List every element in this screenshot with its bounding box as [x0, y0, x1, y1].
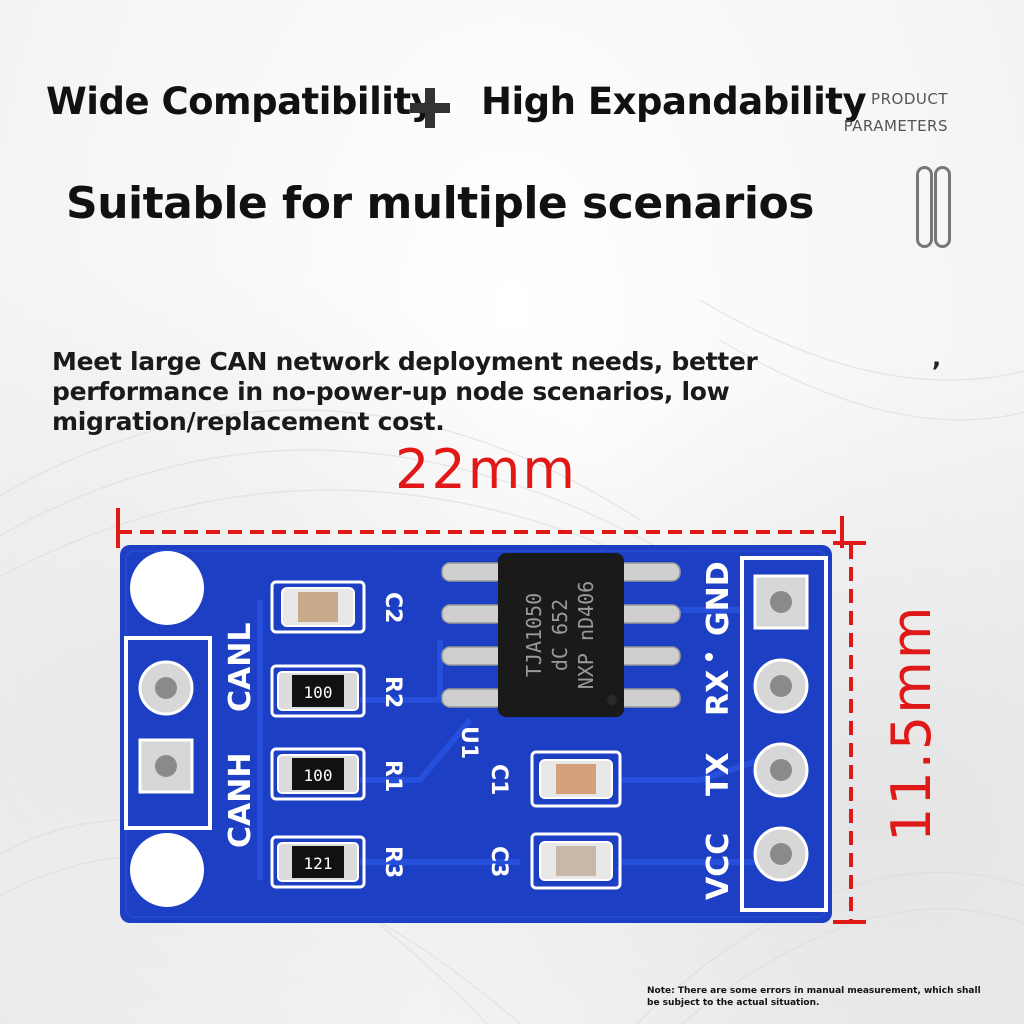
canh-canl-connector: [124, 636, 212, 830]
decorative-pill-icon: [916, 166, 933, 248]
chip-marking-line3: NXP nD406: [574, 581, 598, 689]
label-u1: U1: [456, 726, 481, 759]
capacitor-c2: [281, 587, 355, 627]
decorative-pill-icon: [934, 166, 951, 248]
label-c2: C2: [380, 592, 405, 623]
width-dimension-label: 22mm: [395, 438, 577, 501]
label-c3: C3: [486, 846, 511, 877]
resistor-r1: [277, 754, 359, 794]
label-canl: CANL: [223, 623, 258, 712]
capacitor-c3: [539, 841, 613, 881]
dimension-lines: [118, 530, 853, 922]
label-gnd: GND: [701, 561, 736, 636]
chip-marking-line1: TJA1050: [522, 593, 546, 677]
feature-right-title: High Expandability: [481, 80, 867, 123]
label-rx: RX: [701, 670, 736, 716]
stray-comma: ,: [932, 344, 942, 372]
mounting-hole: [130, 551, 204, 625]
resistor-code-r2: 100: [304, 683, 333, 702]
section-label-line2: PARAMETERS: [843, 117, 948, 135]
section-label-line1: PRODUCT: [871, 90, 948, 108]
label-vcc: VCC: [701, 833, 736, 900]
capacitor-c1: [539, 759, 613, 799]
pcb: [120, 545, 832, 923]
subtitle: Suitable for multiple scenarios: [66, 178, 814, 229]
resistor-r3: [277, 842, 359, 882]
resistor-r2: [277, 671, 359, 711]
label-canh: CANH: [223, 753, 258, 848]
label-r2: R2: [380, 676, 405, 708]
label-r1: R1: [380, 760, 405, 792]
feature-left-title: Wide Compatibility: [46, 80, 435, 123]
plus-icon: [408, 86, 452, 130]
resistor-code-r3: 121: [304, 854, 333, 873]
chip-marking-line2: dC 652: [548, 599, 572, 671]
label-tx: TX: [701, 752, 736, 796]
label-c1: C1: [486, 764, 511, 795]
measurement-note: Note: There are some errors in manual me…: [647, 986, 981, 1008]
resistor-code-r1: 100: [304, 766, 333, 785]
tja1050-chip: [498, 553, 624, 717]
mounting-hole: [130, 833, 204, 907]
description-text: Meet large CAN network deployment needs,…: [52, 347, 758, 436]
power-signal-connector: [740, 556, 828, 912]
label-r3: R3: [380, 846, 405, 878]
